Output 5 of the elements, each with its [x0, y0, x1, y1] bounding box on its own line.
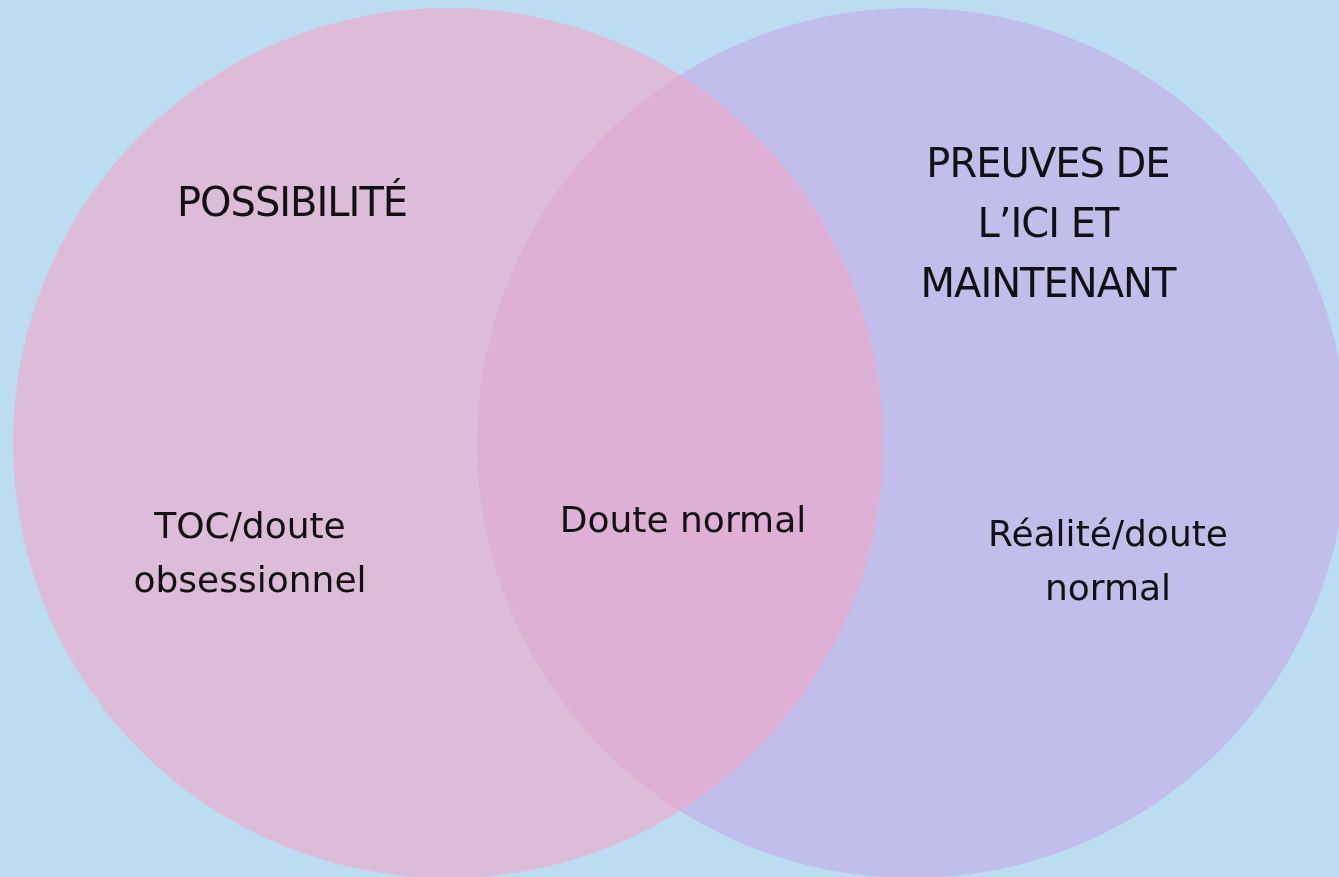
circle-heading: PREUVES DE L’ICI ET MAINTENANT — [919, 139, 1178, 308]
circle-text: TOC/doute obsessionnel — [132, 504, 368, 602]
overlap-label: Doute normal — [558, 498, 808, 542]
circle-heading: POSSIBILITÉ — [175, 177, 409, 227]
circle-text: Réalité/doute normal — [987, 512, 1229, 610]
